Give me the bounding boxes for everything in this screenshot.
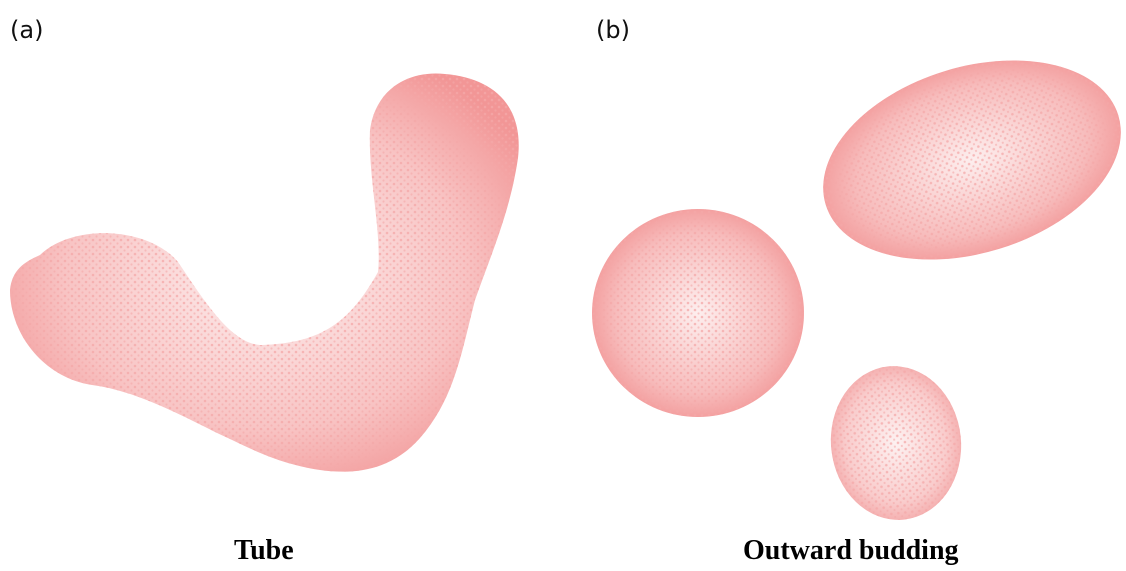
small-vesicle <box>823 360 968 527</box>
medium-vesicle <box>592 209 804 417</box>
panel-a-caption: Tube <box>234 537 294 565</box>
panel-b-caption: Outward budding <box>743 537 959 565</box>
tube-membrane <box>10 74 519 472</box>
large-vesicle <box>798 26 1126 293</box>
